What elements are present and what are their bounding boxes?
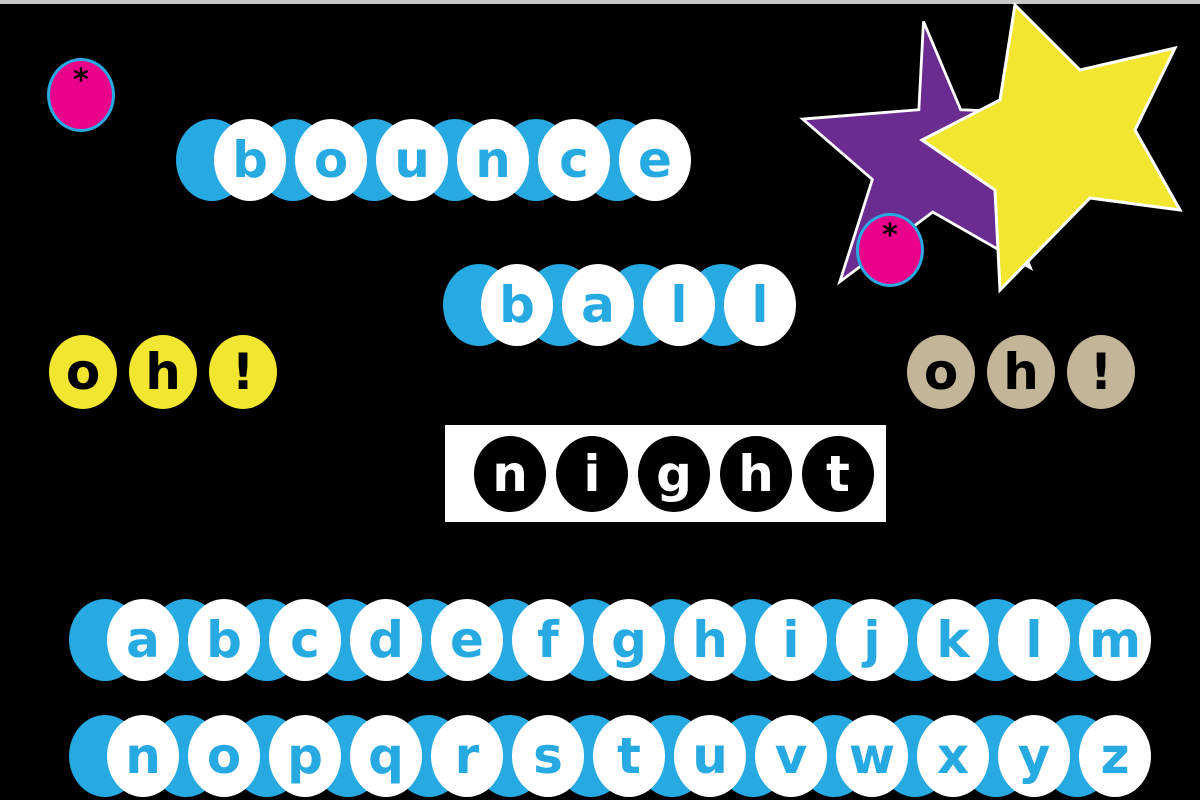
letter-ball: o: [295, 119, 367, 201]
letter-ball: b: [188, 599, 260, 681]
yellow-star: [919, 1, 1183, 294]
letter-ball: h: [129, 335, 197, 409]
letter-ball: b: [481, 264, 553, 346]
letter-ball: p: [269, 715, 341, 797]
letter-ball: m: [1079, 599, 1151, 681]
letter-ball: w: [836, 715, 908, 797]
letter-ball: q: [350, 715, 422, 797]
letter-ball: c: [538, 119, 610, 201]
letter-ball: k: [917, 599, 989, 681]
letter-ball: b: [214, 119, 286, 201]
letter-ball: i: [556, 436, 628, 512]
letter-ball: o: [907, 335, 975, 409]
letter-ball: n: [107, 715, 179, 797]
letter-ball: l: [998, 599, 1070, 681]
letter-ball: h: [987, 335, 1055, 409]
letter-ball: j: [836, 599, 908, 681]
berry-ball-left: *: [47, 58, 115, 132]
letter-ball: g: [638, 436, 710, 512]
letter-ball: n: [457, 119, 529, 201]
letter-ball: d: [350, 599, 422, 681]
letter-ball: o: [49, 335, 117, 409]
letter-ball: t: [593, 715, 665, 797]
letter-ball: h: [674, 599, 746, 681]
letter-ball: e: [431, 599, 503, 681]
berry-ball-right: *: [856, 213, 924, 287]
letter-ball: n: [474, 436, 546, 512]
letter-ball: a: [107, 599, 179, 681]
letter-ball: !: [1067, 335, 1135, 409]
letter-ball: !: [209, 335, 277, 409]
letter-ball: e: [619, 119, 691, 201]
letter-ball: u: [674, 715, 746, 797]
letter-ball: g: [593, 599, 665, 681]
letter-ball: i: [755, 599, 827, 681]
letter-ball: u: [376, 119, 448, 201]
letter-ball: t: [802, 436, 874, 512]
letter-ball: a: [562, 264, 634, 346]
letter-ball: f: [512, 599, 584, 681]
letter-ball: l: [643, 264, 715, 346]
letter-ball: r: [431, 715, 503, 797]
letter-ball: x: [917, 715, 989, 797]
letter-ball: y: [998, 715, 1070, 797]
letter-ball: c: [269, 599, 341, 681]
top-border: [0, 0, 1200, 4]
letter-ball: l: [724, 264, 796, 346]
letter-ball: h: [720, 436, 792, 512]
letter-ball: v: [755, 715, 827, 797]
letter-ball: s: [512, 715, 584, 797]
letter-ball: z: [1079, 715, 1151, 797]
letter-ball: o: [188, 715, 260, 797]
